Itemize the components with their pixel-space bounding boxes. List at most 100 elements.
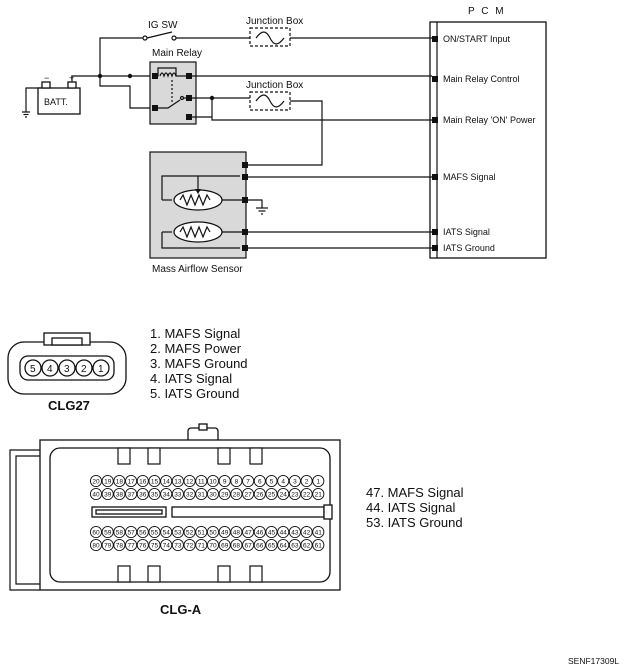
clga-pin-number: 28 (233, 492, 241, 499)
clga-pin (89, 525, 103, 539)
clg27-pin: 3 (64, 364, 70, 375)
clga-pin (277, 487, 290, 501)
clga-pin (195, 487, 208, 501)
pcm-pin-label-iats-ground: IATS Ground (443, 243, 495, 253)
clga-name: CLG-A (160, 602, 202, 617)
clga-pin (218, 487, 231, 501)
clga-pin (113, 538, 126, 552)
clga-legend-item: 53. IATS Ground (366, 515, 463, 530)
clga-pin (148, 525, 161, 539)
battery: − + (22, 73, 130, 118)
clga-pin-number: 59 (104, 530, 112, 537)
clga-pin (206, 487, 220, 501)
figure-code: SENF17309L (568, 656, 619, 666)
main-relay-label: Main Relay (152, 48, 202, 59)
clga-pin (171, 525, 184, 539)
clga-pin (253, 487, 266, 501)
junction-box-2-label: Junction Box (246, 80, 303, 91)
clga-pin (312, 474, 325, 488)
clga-pin-number: 71 (198, 543, 206, 550)
clga-pin (253, 525, 266, 539)
pcm-pin-marker (432, 36, 438, 42)
clg27-legend-item: 1. MAFS Signal (150, 326, 240, 341)
clga-pin (148, 474, 161, 488)
clg27-connector: 5 4 3 2 1 (7, 332, 127, 395)
clga-pin-number: 7 (246, 479, 250, 486)
clg27-pin: 5 (30, 364, 36, 375)
fuse-icon (255, 94, 285, 108)
pcm-pin-label-mafs-signal: MAFS Signal (443, 172, 496, 182)
clga-pin (125, 538, 138, 552)
sensor-pins (242, 162, 248, 251)
pcm-pin-label-main-relay-control: Main Relay Control (443, 74, 520, 84)
clga-pin (206, 474, 220, 488)
clg27-pin: 4 (47, 364, 53, 375)
clga-pin-number: 23 (291, 492, 299, 499)
clga-pin (171, 538, 184, 552)
clga-pin (300, 525, 313, 539)
clga-pin-number: 29 (221, 492, 229, 499)
ig-sw-label: IG SW (148, 20, 178, 31)
clga-pin-number: 62 (303, 543, 311, 550)
clga-pin (242, 538, 255, 552)
clga-pin-number: 32 (186, 492, 194, 499)
clga-pin-number: 25 (268, 492, 276, 499)
clga-pin (288, 525, 301, 539)
clga-pin-number: 69 (221, 543, 229, 550)
pcm-pin-marker (432, 229, 438, 235)
battery-feed-relay-switch (99, 76, 153, 109)
fuse-icon (255, 31, 285, 45)
clga-pin (113, 487, 126, 501)
clga-pin (253, 538, 266, 552)
clga-pin (312, 525, 325, 539)
clga-pin (136, 525, 149, 539)
clga-pin-number: 68 (233, 543, 241, 550)
clga-pin-number: 80 (92, 543, 100, 550)
clga-pin-number: 42 (303, 530, 311, 537)
clga-pin (300, 487, 313, 501)
clga-pin-number: 55 (151, 530, 159, 537)
clga-pin (300, 474, 313, 488)
clga-pin-number: 11 (198, 479, 205, 486)
clga-pin-number: 76 (139, 543, 147, 550)
clga-pin (148, 487, 161, 501)
clg27-legend-item: 5. IATS Ground (150, 386, 239, 401)
clga-pin (218, 474, 231, 488)
clga-pin-number: 46 (256, 530, 264, 537)
clga-pin (136, 487, 149, 501)
pcm-pin-marker (432, 117, 438, 123)
clga-pin (125, 474, 138, 488)
splice-dot (127, 73, 133, 79)
clga-pin (206, 525, 220, 539)
clga-pin (195, 538, 208, 552)
clga-pin (242, 487, 255, 501)
clga-pin (206, 538, 220, 552)
pcm-pin-label-iats-signal: IATS Signal (443, 227, 490, 237)
clg27-legend: 1. MAFS Signal 2. MAFS Power 3. MAFS Gro… (150, 326, 248, 401)
clga-pin-number: 17 (127, 479, 135, 486)
pcm-pin-label-main-relay-on-power: Main Relay 'ON' Power (443, 115, 535, 125)
clga-pin-number: 54 (163, 530, 171, 537)
clga-pin (89, 487, 103, 501)
clga-pin-number: 77 (127, 543, 135, 550)
clga-pin (125, 487, 138, 501)
clga-pin-number: 1 (316, 479, 320, 486)
clga-pin-number: 16 (139, 479, 147, 486)
clga-pin (171, 487, 184, 501)
clga-pin (265, 525, 278, 539)
clga-pin-number: 65 (268, 543, 276, 550)
clga-pin-number: 52 (186, 530, 194, 537)
clga-pin (288, 474, 301, 488)
clga-pin (242, 525, 255, 539)
ground-icon (248, 199, 268, 215)
pcm-pin-marker (432, 174, 438, 180)
clga-pin (160, 474, 173, 488)
clga-pin-number: 22 (303, 492, 311, 499)
clga-pin-number: 5 (270, 479, 274, 486)
clga-pin (230, 525, 243, 539)
clga-pin (113, 474, 126, 488)
svg-text:−: − (44, 73, 49, 83)
clga-pin-number: 13 (174, 479, 182, 486)
clga-pin-number: 15 (151, 479, 159, 486)
